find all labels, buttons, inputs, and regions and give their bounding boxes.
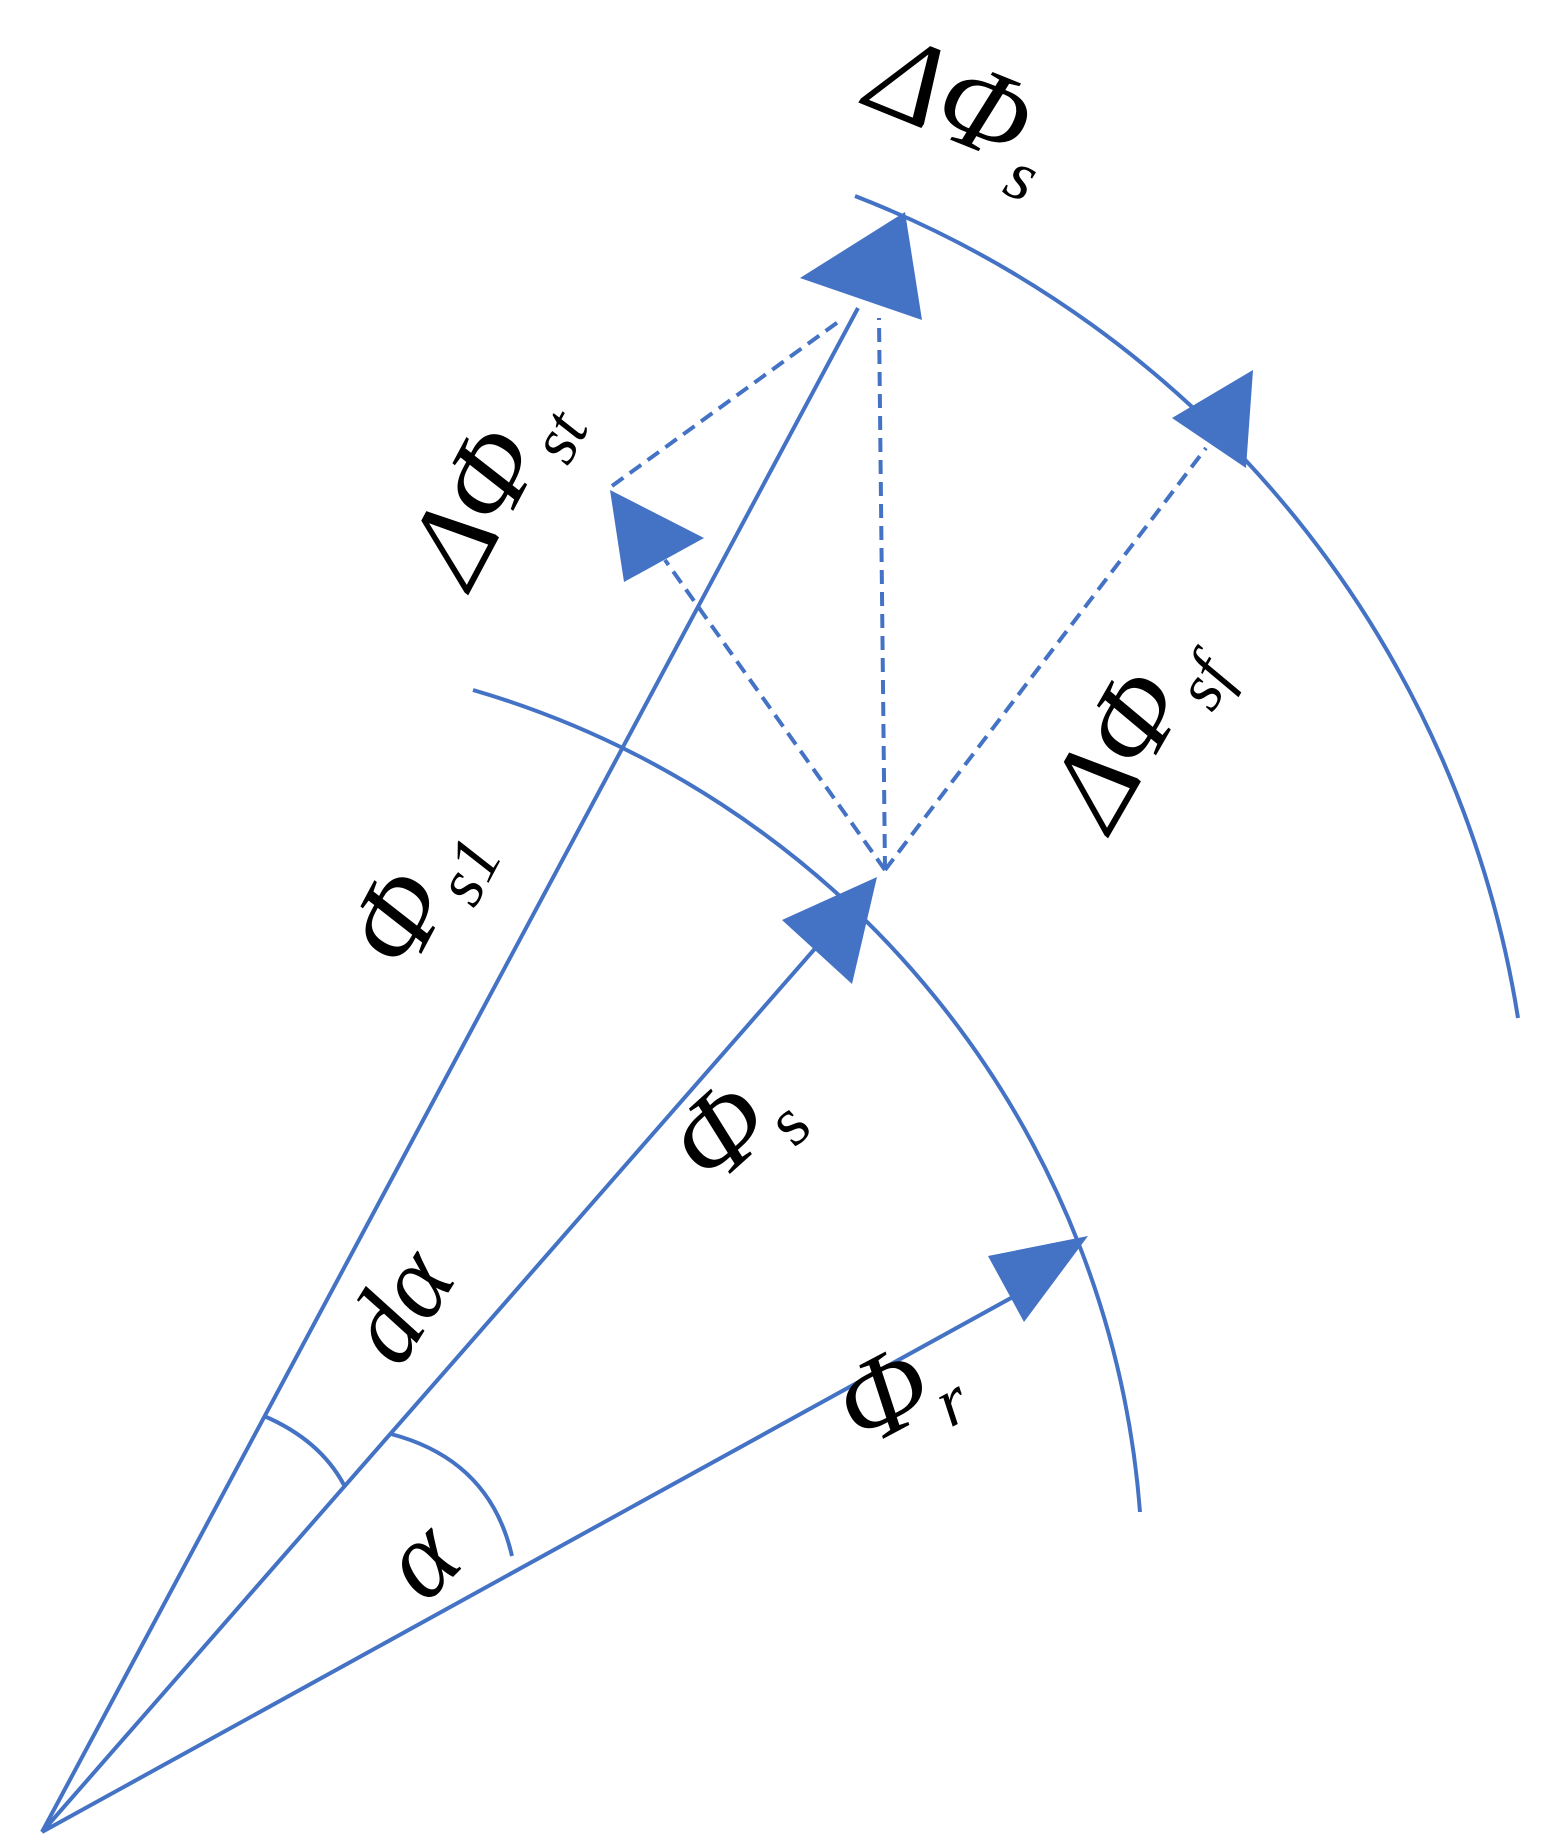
delta-phi-s-tip-arrowhead [800,212,922,320]
phi-s-vector-line [40,918,842,1834]
phi-r-vector-line [41,1280,1041,1834]
st-to-tip-dashed-line [610,320,840,488]
alpha-label: α [356,1493,485,1622]
delta-phi-s-dashed-line [877,317,887,871]
delta-phi-st-label: ΔΦst [378,364,604,616]
phi-s1-label: Φs1 [320,794,518,995]
phi-r-label: Φr [814,1305,982,1483]
delta-phi-sf-label: ΔΦsf [1020,602,1253,860]
delta-phi-s-label: ΔΦs [841,3,1077,217]
phi-s-label: Φs [644,1037,825,1220]
outer-arc [854,194,1520,1019]
delta-phi-sf-arrowhead [1172,370,1253,468]
alpha-angle-arc [390,1432,514,1557]
delta-phi-sf-dashed-line [883,446,1208,872]
delta-phi-st-dashed-line [663,558,887,872]
delta-phi-st-arrowhead [610,490,704,582]
phi-s-arrowhead [782,877,877,984]
d-alpha-angle-arc [263,1414,346,1486]
inner-arc [472,688,1142,1513]
phi-r-arrowhead [988,1236,1088,1322]
phi-s1-vector-line [40,307,860,1833]
